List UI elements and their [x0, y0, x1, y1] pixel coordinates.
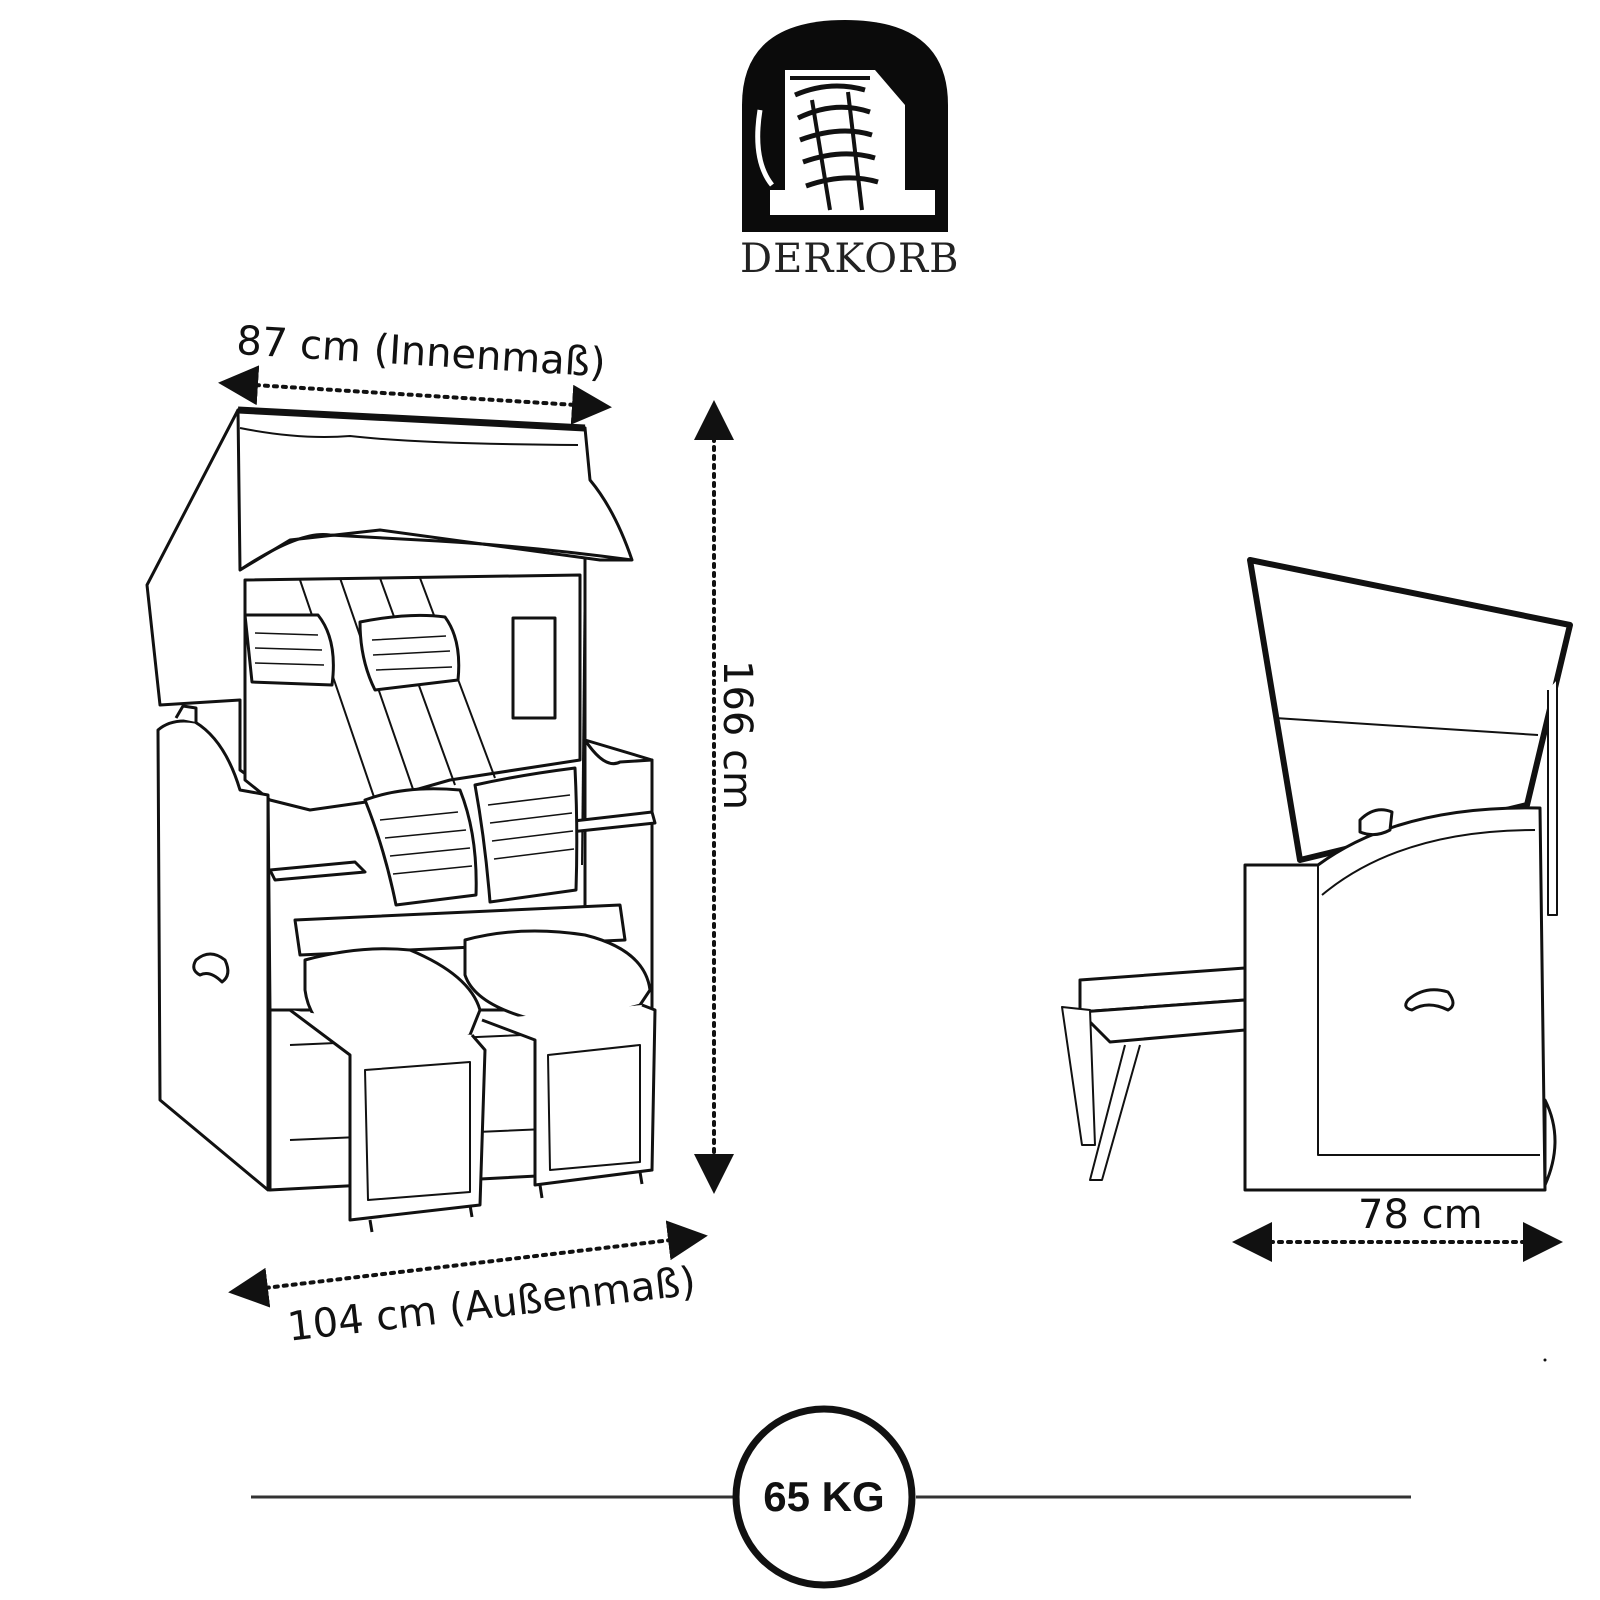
footrest-right	[463, 929, 657, 1199]
seat-pillow-right	[473, 766, 579, 904]
beach-chair-logo-icon	[755, 70, 935, 215]
headrest-pillow-left	[243, 613, 335, 687]
height-label: 166 cm	[714, 660, 760, 811]
handle-side	[1404, 988, 1455, 1012]
beach-chair-side-view	[1061, 557, 1573, 1192]
handle-left	[192, 952, 230, 984]
brand-logo	[742, 20, 948, 232]
canopy	[236, 408, 634, 572]
armrest-left	[268, 860, 367, 882]
wheel	[1543, 1098, 1557, 1187]
dimension-line-inner-width	[218, 365, 612, 425]
beach-chair-front-view	[145, 406, 657, 1233]
weight-label: 65 KG	[763, 1473, 885, 1520]
depth-label: 78 cm	[1358, 1192, 1483, 1238]
mirror	[511, 616, 557, 720]
dimension-line-outer-width	[228, 1220, 708, 1308]
headrest-pillow-right	[358, 613, 461, 692]
weight-circle	[732, 1405, 916, 1589]
side-hood	[1247, 557, 1573, 863]
seat-pillow-left	[363, 787, 478, 907]
brand-name: DERKORB	[740, 236, 960, 282]
side-body	[1243, 806, 1547, 1192]
